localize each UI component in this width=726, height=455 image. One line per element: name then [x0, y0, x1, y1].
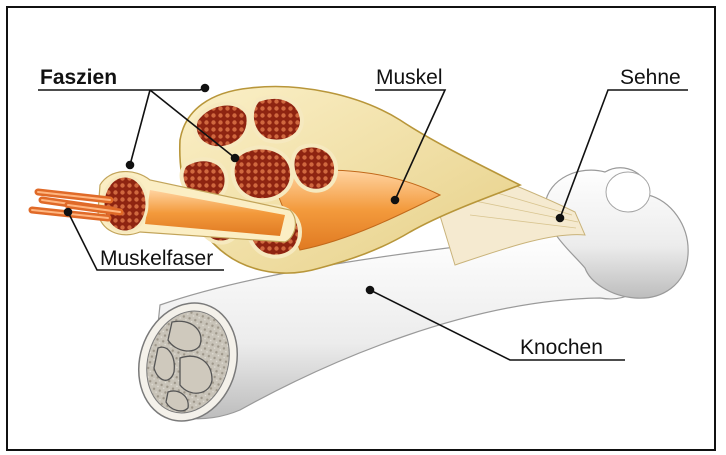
- fiber-cross-section: [103, 176, 147, 232]
- label-muskel: Muskel: [376, 66, 443, 89]
- label-sehne: Sehne: [620, 66, 681, 89]
- label-faszien: Faszien: [40, 66, 117, 89]
- label-knochen: Knochen: [520, 336, 603, 359]
- label-muskelfaser: Muskelfaser: [100, 247, 213, 270]
